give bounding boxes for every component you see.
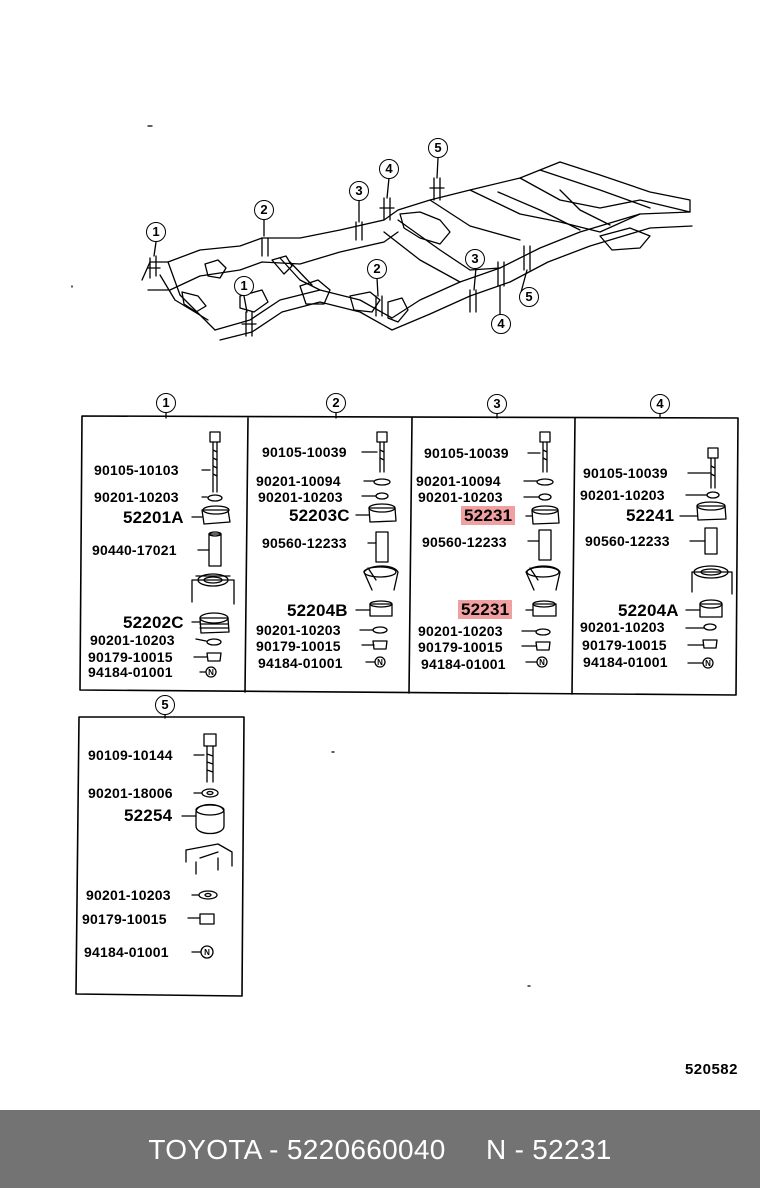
section-number-2: 2 xyxy=(326,393,346,413)
panel-3-illustrations xyxy=(521,431,561,668)
drawing-code: 520582 xyxy=(684,1061,738,1078)
frame-callout-7: 1 xyxy=(234,276,254,296)
panel-2-illustrations xyxy=(355,431,399,668)
part-number-label: 90201-10203 xyxy=(256,622,341,638)
part-number-label: 90201-10203 xyxy=(258,489,343,505)
part-number-label: 90560-12233 xyxy=(585,533,670,549)
frame-callout-5: 5 xyxy=(428,138,448,158)
part-number-label: 90179-10015 xyxy=(582,637,667,653)
part-number-label: 90201-10094 xyxy=(416,473,501,489)
part-number-label: 90105-10039 xyxy=(424,445,509,461)
part-number-label: 52204B xyxy=(287,601,348,620)
section-number-1: 1 xyxy=(156,393,176,413)
panel-4-illustrations xyxy=(679,447,733,669)
panel-1-illustrations xyxy=(191,431,235,678)
section-number-5: 5 xyxy=(155,695,175,715)
part-number-label-highlighted: 52231 xyxy=(461,506,516,525)
nut-symbol-3: N xyxy=(539,658,545,667)
frame-callout-1: 1 xyxy=(146,222,166,242)
nut-symbol-2: N xyxy=(377,658,383,667)
section-number-3: 3 xyxy=(487,394,507,414)
part-number-label: 90201-10203 xyxy=(418,623,503,639)
nut-symbol-4: N xyxy=(705,659,711,668)
frame-callout-6: 2 xyxy=(367,259,387,279)
nut-symbol-5: N xyxy=(204,948,210,957)
footer-part-info: TOYOTA - 5220660040 N - 52231 xyxy=(148,1134,612,1165)
frame-callout-2: 2 xyxy=(254,200,274,220)
part-number-label: 90105-10039 xyxy=(262,444,347,460)
part-number-label: 90105-10103 xyxy=(94,462,179,478)
part-number-label: 90179-10015 xyxy=(418,639,503,655)
part-number-label: 90179-10015 xyxy=(256,638,341,654)
part-number-label-highlighted: 52231 xyxy=(458,600,513,619)
section-number-4: 4 xyxy=(650,394,670,414)
diagram-drawing: N N N N N xyxy=(71,125,739,997)
part-number-label: 90440-17021 xyxy=(92,542,177,558)
part-number-label: 52254 xyxy=(124,806,173,825)
part-number-label: 90105-10039 xyxy=(583,465,668,481)
nut-symbol-1: N xyxy=(208,668,214,677)
part-number-label: 90201-10203 xyxy=(418,489,503,505)
part-number-label: 90179-10015 xyxy=(88,649,173,665)
parts-diagram: N N N N N 1 2 3 4 5 2 1 3 5 4 1 2 3 4 5 … xyxy=(71,125,739,1078)
part-number-label: 52202C xyxy=(123,613,184,632)
frame-callout-10: 4 xyxy=(491,314,511,334)
panel-5-illustrations xyxy=(181,733,233,959)
frame-callout-3: 3 xyxy=(349,181,369,201)
part-number-label: 90201-10203 xyxy=(90,632,175,648)
frame-callout-8: 3 xyxy=(465,249,485,269)
part-number-label: 90201-10094 xyxy=(256,473,341,489)
part-number-label: 90560-12233 xyxy=(422,534,507,550)
part-number-label: 90560-12233 xyxy=(262,535,347,551)
part-number-label: 52201A xyxy=(123,508,184,527)
part-number-label: 94184-01001 xyxy=(88,664,173,680)
part-number-label: 52241 xyxy=(626,506,675,525)
part-number-label: 90201-18006 xyxy=(88,785,173,801)
part-number-label: 94184-01001 xyxy=(421,656,506,672)
part-number-label: 90201-10203 xyxy=(580,619,665,635)
part-number-label: 90179-10015 xyxy=(82,911,167,927)
part-number-label: 90201-10203 xyxy=(580,487,665,503)
part-number-label: 90201-10203 xyxy=(94,489,179,505)
part-number-label: 90109-10144 xyxy=(88,747,173,763)
frame-callout-9: 5 xyxy=(519,287,539,307)
part-number-label: 94184-01001 xyxy=(258,655,343,671)
part-number-label: 52204A xyxy=(618,601,679,620)
part-number-label: 94184-01001 xyxy=(84,944,169,960)
footer-bar: TOYOTA - 5220660040 N - 52231 xyxy=(0,1110,760,1188)
part-number-label: 52203C xyxy=(289,506,350,525)
part-number-label: 90201-10203 xyxy=(86,887,171,903)
part-number-label: 94184-01001 xyxy=(583,654,668,670)
frame-callout-4: 4 xyxy=(379,159,399,179)
vehicle-frame-illustration xyxy=(141,157,693,341)
